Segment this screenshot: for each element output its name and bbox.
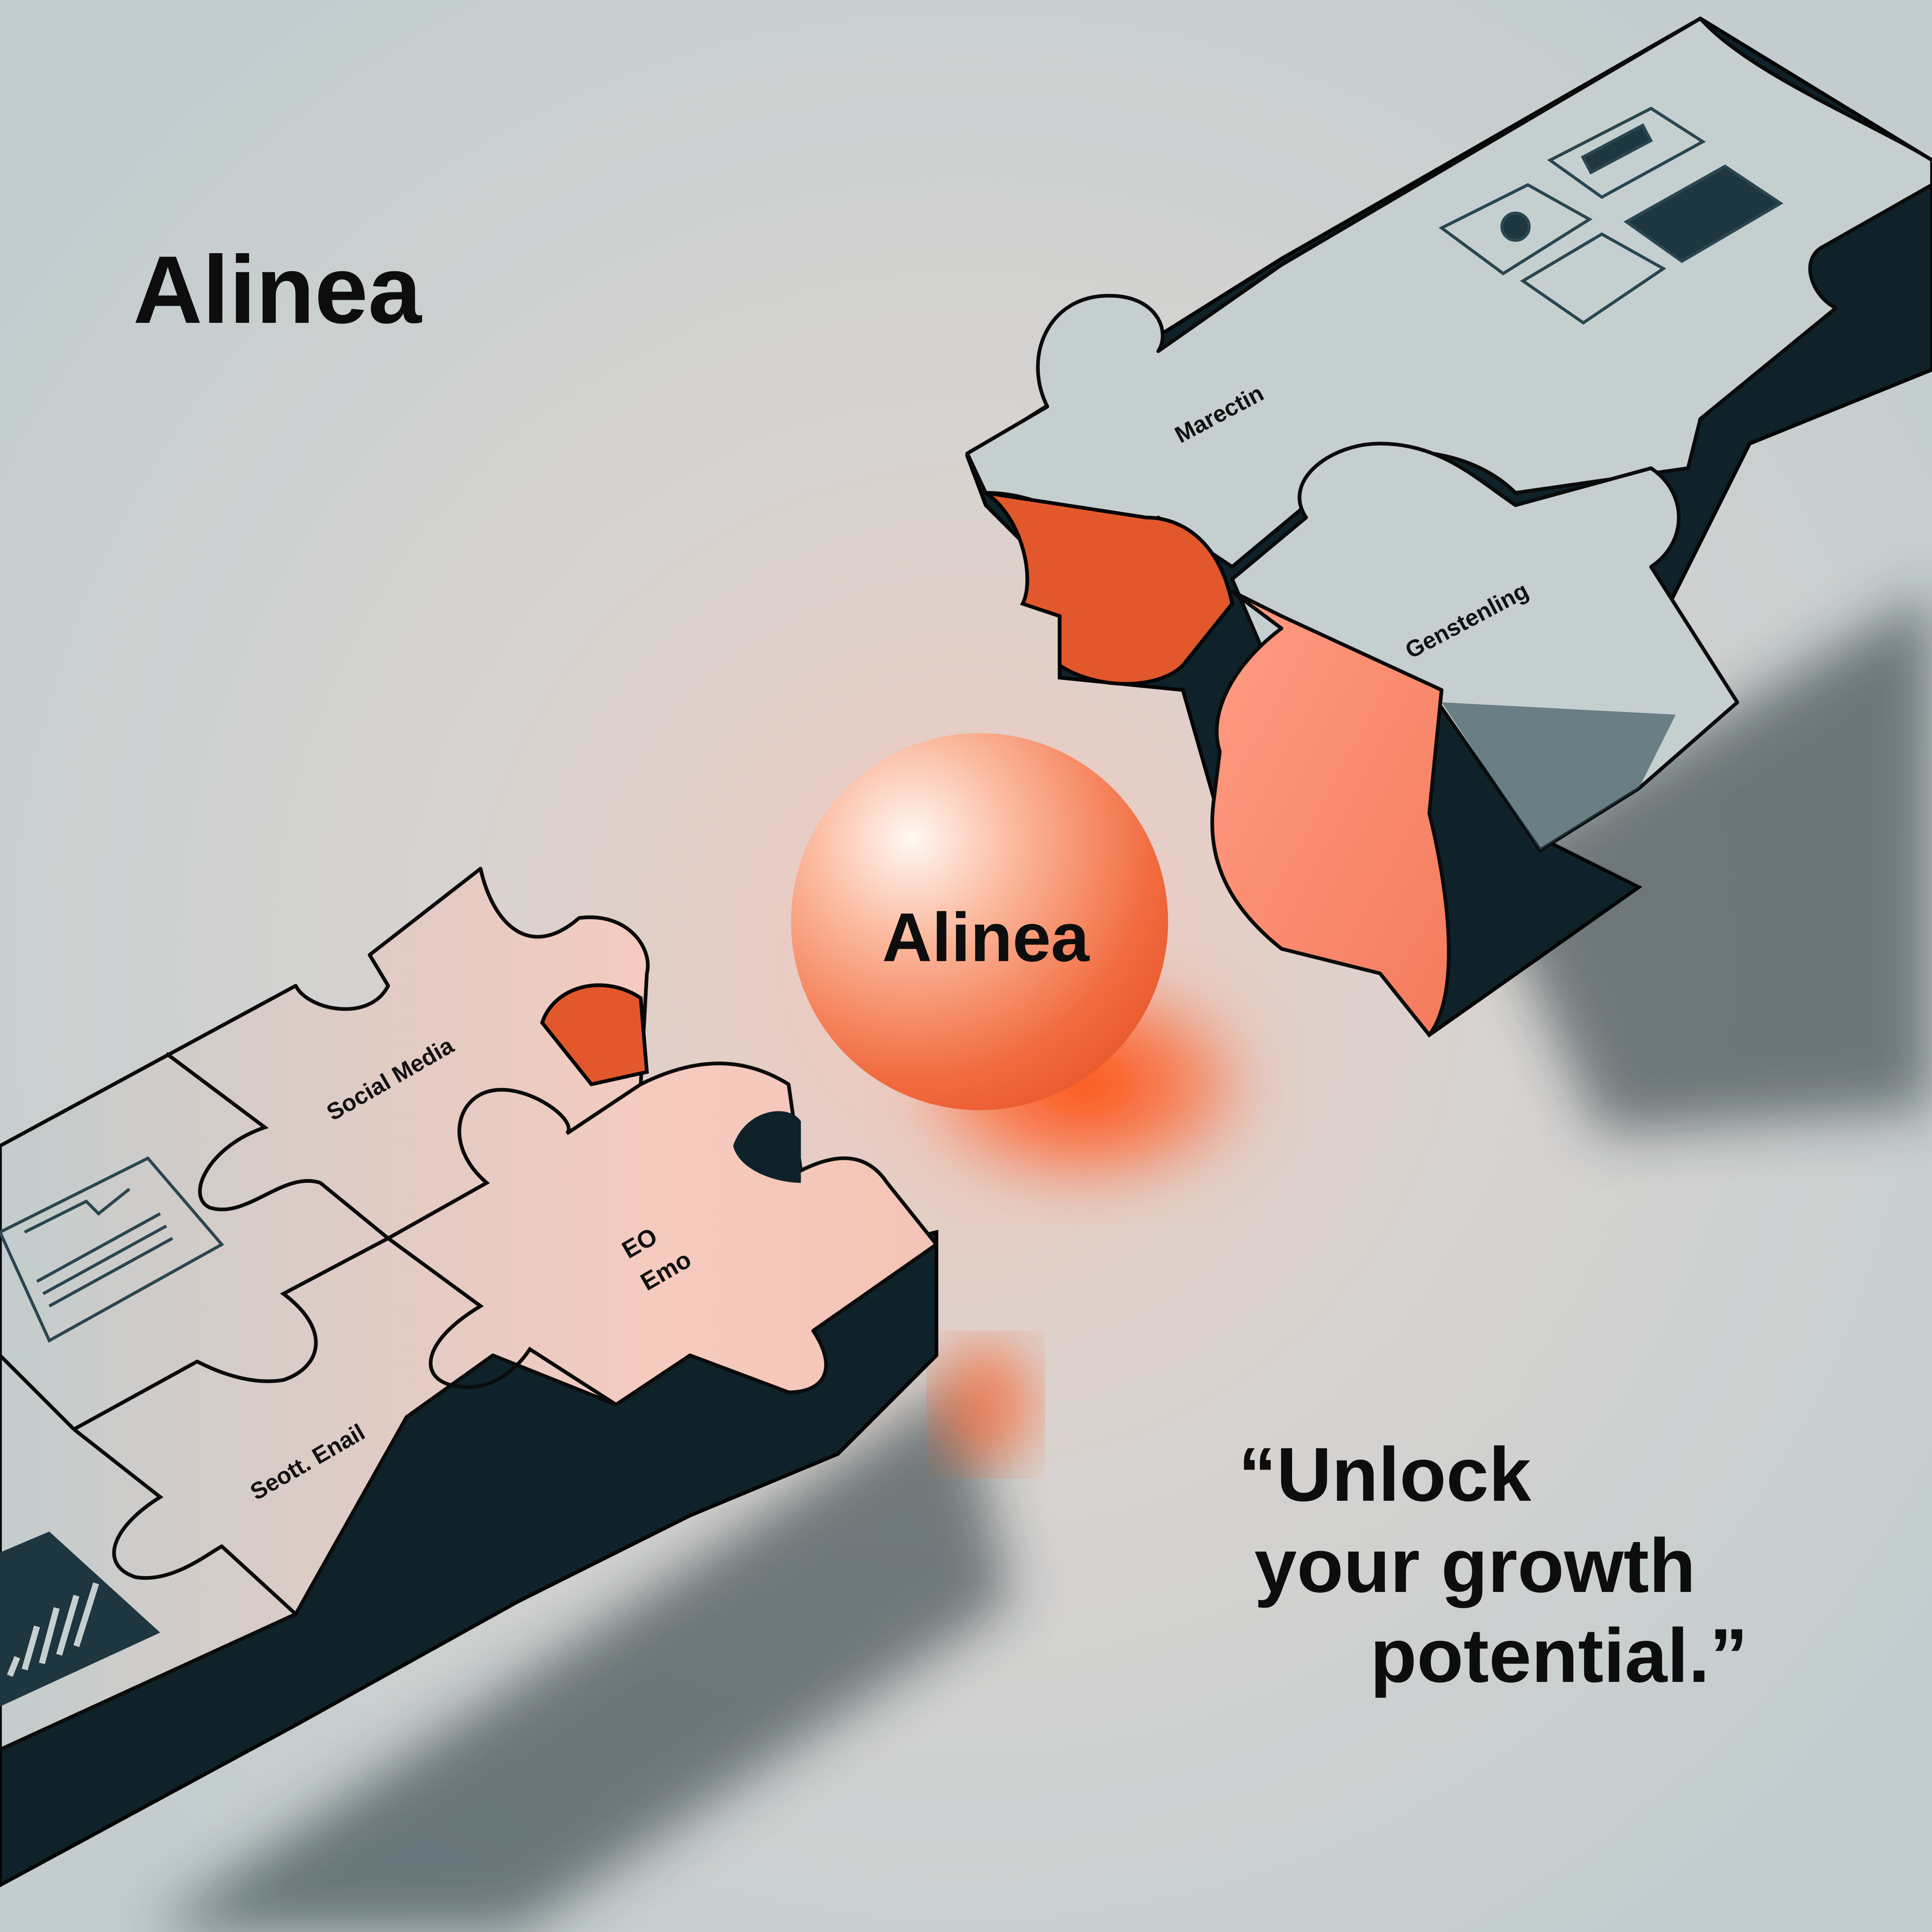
bar-chart-icon (1547, 106, 1706, 199)
card-icon (1623, 164, 1783, 263)
sphere-logo-text: Alinea (882, 899, 1090, 976)
cast-shadows (148, 591, 1932, 1932)
pie-icon (1438, 183, 1593, 276)
glow-streak (936, 1343, 1035, 1466)
brand-logo: Alinea (133, 236, 423, 343)
tagline: “Unlock your growth potential.” (1238, 1432, 1748, 1698)
alinea-sphere[interactable]: Alinea (791, 733, 1168, 1110)
document-icon (1520, 232, 1667, 325)
bar-chart-tile-icon (0, 1531, 160, 1707)
tagline-line-2: your growth (1254, 1523, 1696, 1608)
tagline-line-3: potential.” (1370, 1613, 1748, 1698)
upper-puzzle-slab: Marectin Genstenling (965, 16, 1932, 1038)
dashboard-icons (1438, 106, 1783, 325)
lower-puzzle-slab: Social Media EO Emo Seott. Enail (0, 866, 938, 1888)
line-chart-card-icon (0, 1156, 225, 1343)
tagline-line-1: “Unlock (1238, 1432, 1531, 1517)
